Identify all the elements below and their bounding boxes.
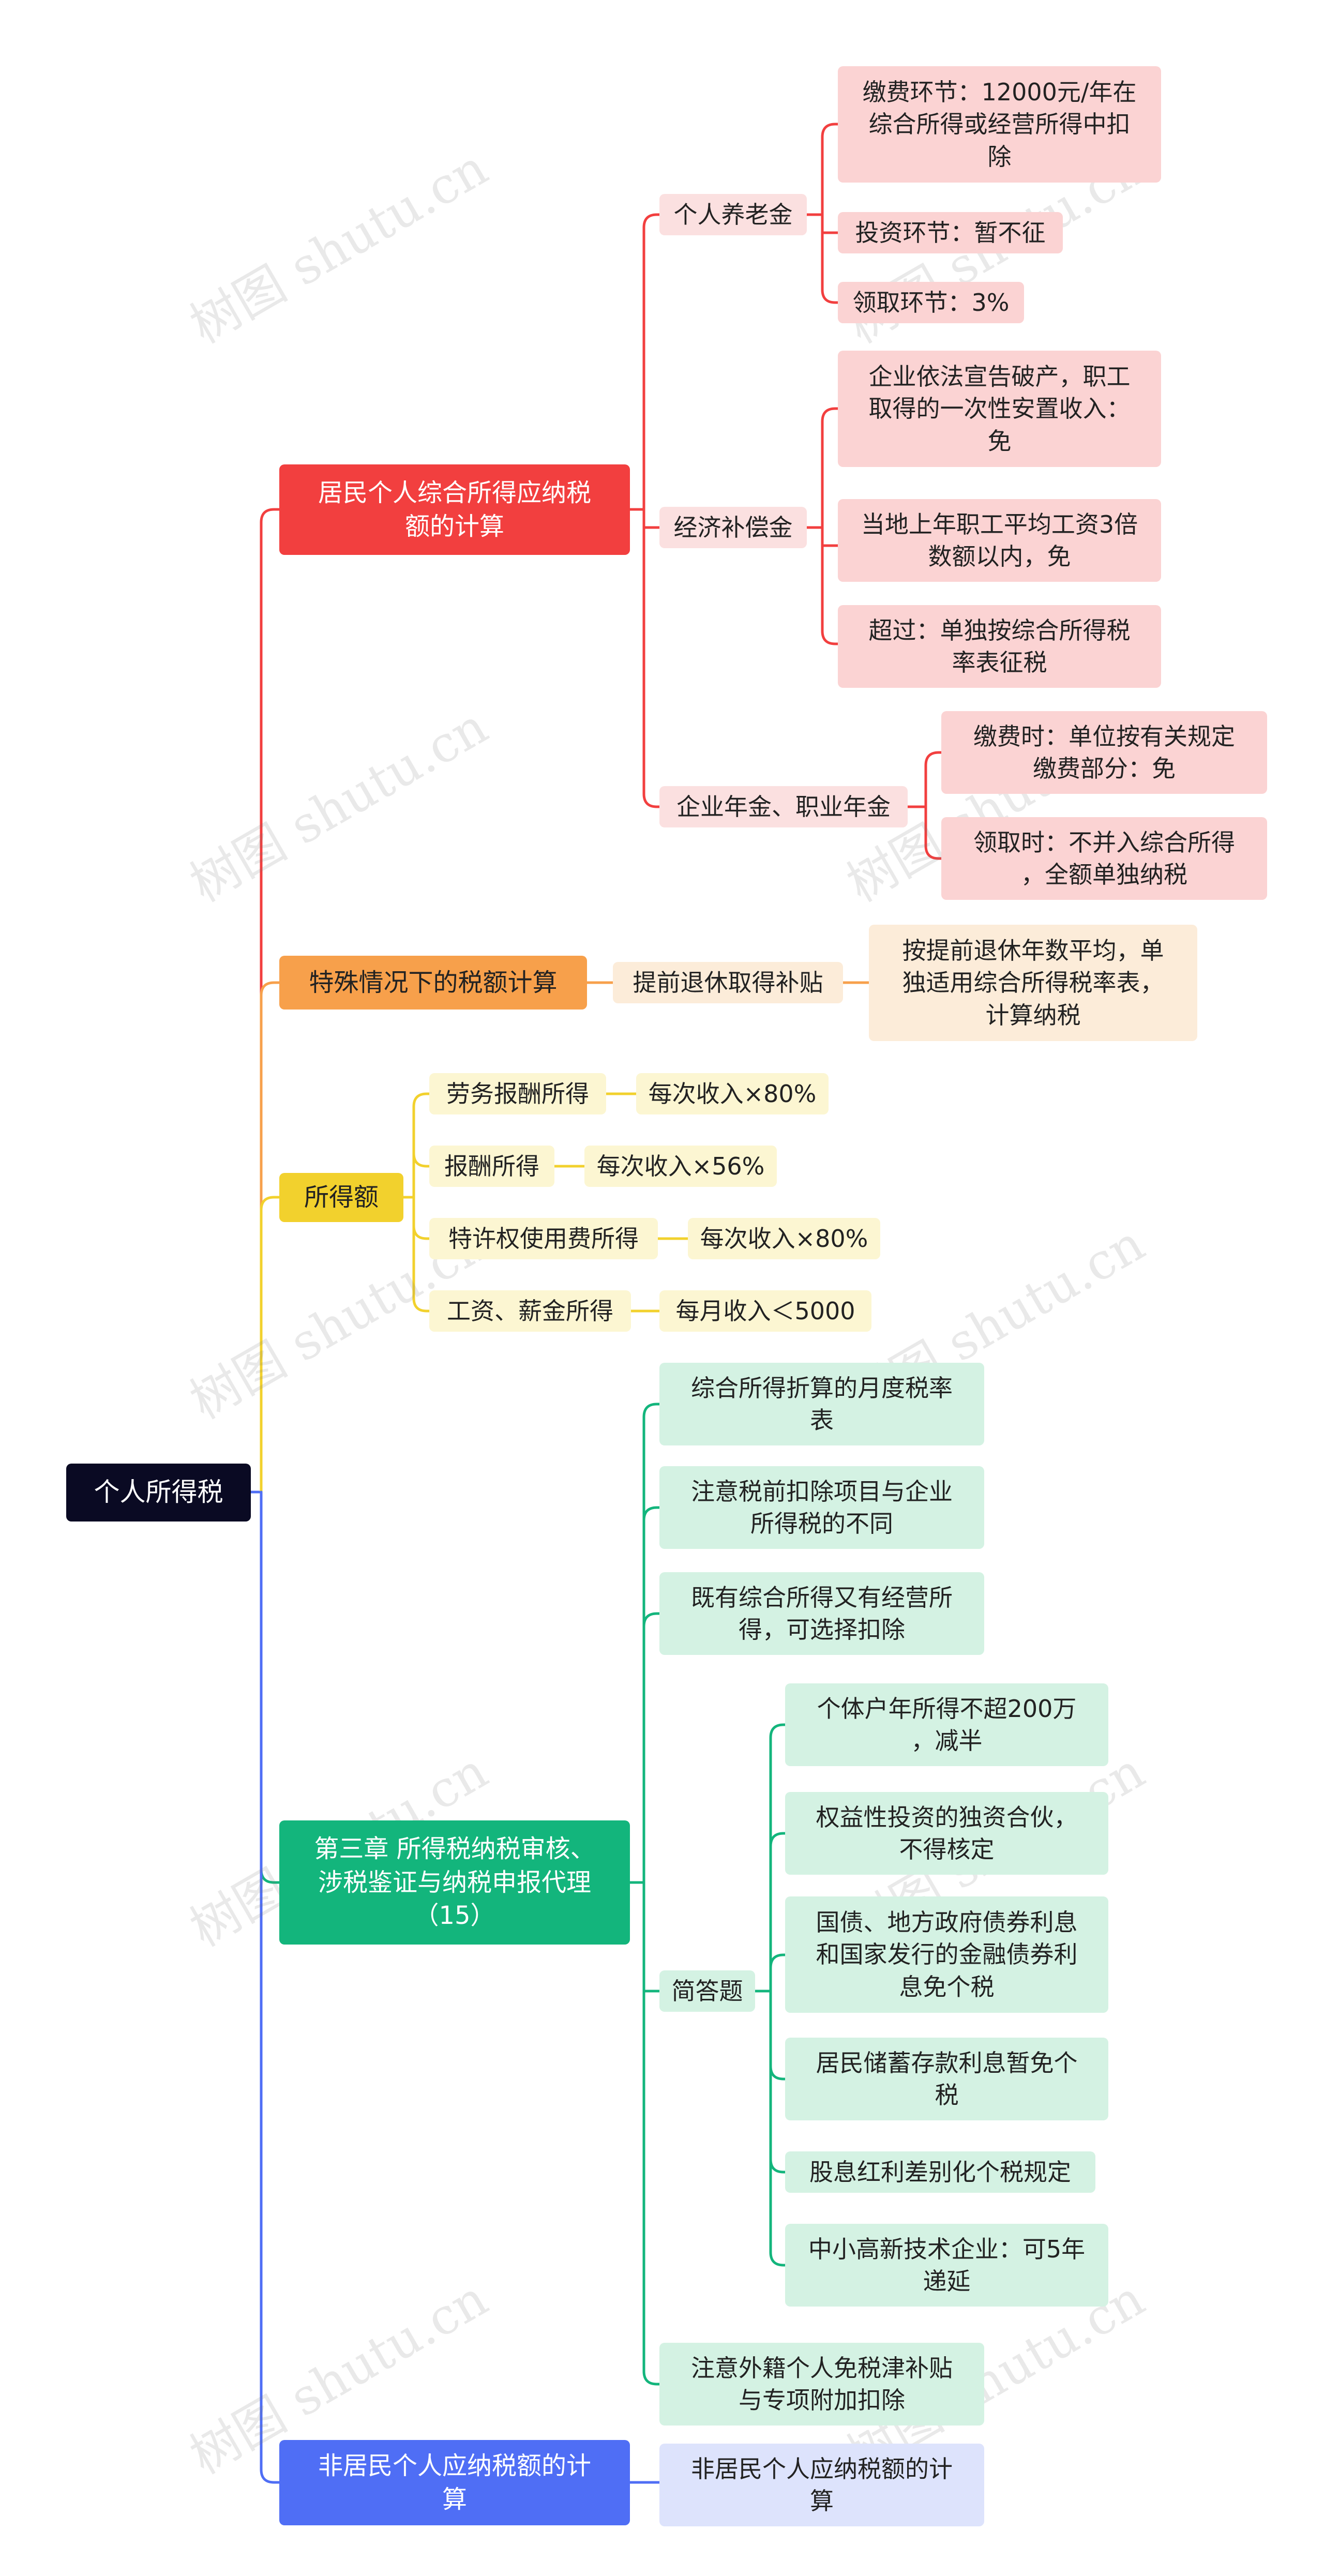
connector-blue xyxy=(260,1490,281,2484)
branch-special[interactable]: 特殊情况下的税额计算 xyxy=(279,956,587,1010)
leaf-royalty[interactable]: 每次收入×80% xyxy=(688,1218,880,1259)
leaf-individual-business[interactable]: 个体户年所得不超200万 ，减半 xyxy=(785,1683,1108,1766)
node-annuity[interactable]: 企业年金、职业年金 xyxy=(659,786,908,827)
leaf-dividend[interactable]: 股息红利差别化个税规定 xyxy=(785,2151,1095,2193)
branch-chapter3[interactable]: 第三章 所得税纳税审核、 涉税鉴证与纳税申报代理 （15） xyxy=(279,1820,630,1945)
leaf-salary[interactable]: 每月收入＜5000 xyxy=(659,1290,871,1332)
leaf-pension-contribution[interactable]: 缴费环节：12000元/年在 综合所得或经营所得中扣 除 xyxy=(838,66,1161,183)
root-node[interactable]: 个人所得税 xyxy=(66,1464,251,1522)
leaf-pension-investment[interactable]: 投资环节：暂不征 xyxy=(838,212,1063,253)
leaf-savings-interest[interactable]: 居民储蓄存款利息暂免个 税 xyxy=(785,2038,1108,2120)
leaf-pretax-deduction[interactable]: 注意税前扣除项目与企业 所得税的不同 xyxy=(659,1466,984,1549)
leaf-equity-investment[interactable]: 权益性投资的独资合伙， 不得核定 xyxy=(785,1792,1108,1875)
leaf-monthly-rate-table[interactable]: 综合所得折算的月度税率 表 xyxy=(659,1363,984,1445)
leaf-labor-income[interactable]: 每次收入×80% xyxy=(636,1073,829,1114)
branch-income[interactable]: 所得额 xyxy=(279,1173,403,1222)
leaf-compensation-within[interactable]: 当地上年职工平均工资3倍 数额以内，免 xyxy=(838,499,1161,582)
leaf-early-retirement[interactable]: 按提前退休年数平均，单 独适用综合所得税率表， 计算纳税 xyxy=(869,925,1197,1041)
leaf-compensation-bankruptcy[interactable]: 企业依法宣告破产，职工 取得的一次性安置收入： 免 xyxy=(838,351,1161,467)
leaf-annuity-withdrawal[interactable]: 领取时：不并入综合所得 ，全额单独纳税 xyxy=(941,817,1267,900)
node-pension[interactable]: 个人养老金 xyxy=(659,194,807,235)
node-compensation[interactable]: 经济补偿金 xyxy=(659,507,807,548)
node-short-answer[interactable]: 简答题 xyxy=(659,1970,755,2012)
leaf-pension-withdrawal[interactable]: 领取环节：3% xyxy=(838,282,1024,323)
leaf-bond-interest[interactable]: 国债、地方政府债券利息 和国家发行的金融债券利 息免个税 xyxy=(785,1896,1108,2013)
node-early-retirement[interactable]: 提前退休取得补贴 xyxy=(613,962,843,1003)
node-salary[interactable]: 工资、薪金所得 xyxy=(429,1290,631,1332)
leaf-remuneration[interactable]: 每次收入×56% xyxy=(584,1146,777,1187)
leaf-foreign-allowance[interactable]: 注意外籍个人免税津补贴 与专项附加扣除 xyxy=(659,2343,984,2426)
connector-yellow xyxy=(260,1196,281,1494)
leaf-annuity-payment[interactable]: 缴费时：单位按有关规定 缴费部分：免 xyxy=(941,711,1267,794)
branch-nonresident[interactable]: 非居民个人应纳税额的计 算 xyxy=(279,2440,630,2525)
leaf-compensation-excess[interactable]: 超过：单独按综合所得税 率表征税 xyxy=(838,605,1161,688)
node-royalty[interactable]: 特许权使用费所得 xyxy=(429,1218,658,1259)
branch-resident[interactable]: 居民个人综合所得应纳税 额的计算 xyxy=(279,464,630,555)
leaf-nonresident[interactable]: 非居民个人应纳税额的计 算 xyxy=(659,2444,984,2526)
connector-orange xyxy=(260,981,281,1494)
leaf-choose-deduction[interactable]: 既有综合所得又有经营所 得，可选择扣除 xyxy=(659,1572,984,1655)
node-labor-income[interactable]: 劳务报酬所得 xyxy=(429,1073,606,1114)
connector-green xyxy=(260,1490,281,1884)
connector-red xyxy=(260,508,281,1494)
leaf-hightech-deferral[interactable]: 中小高新技术企业：可5年 递延 xyxy=(785,2224,1108,2307)
node-remuneration[interactable]: 报酬所得 xyxy=(429,1146,554,1187)
